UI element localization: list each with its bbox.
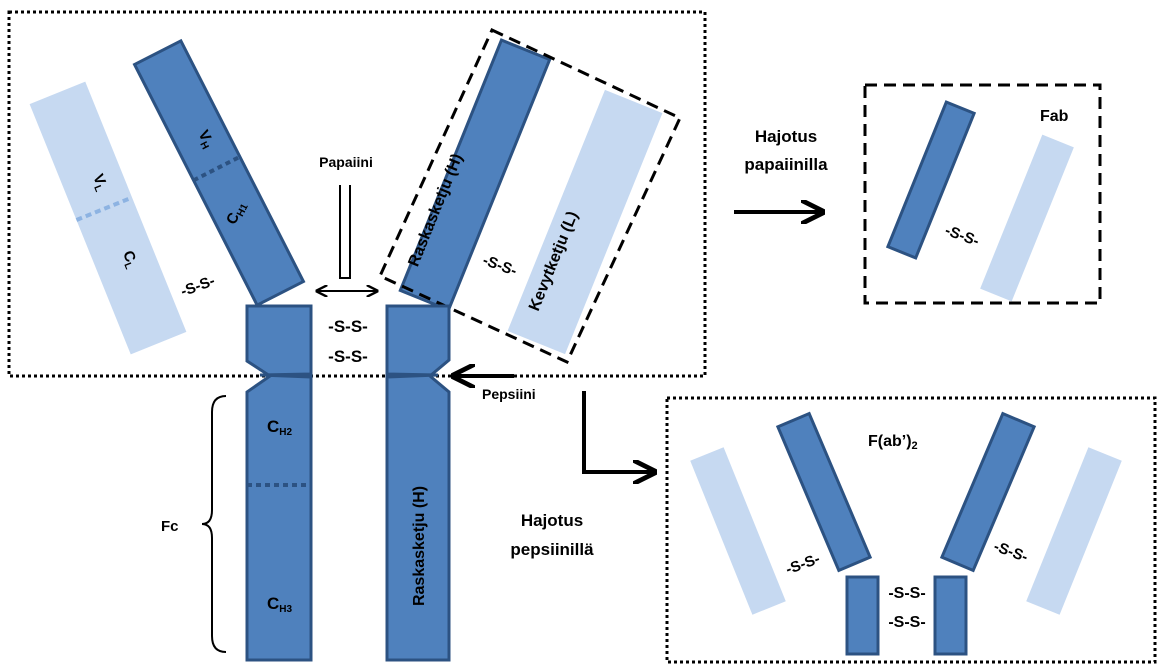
ch1-label: CH1 — [223, 198, 251, 228]
heavy-chain-stem-label: Raskasketju (H) — [411, 486, 428, 606]
fab-region-dotted-box — [7, 10, 707, 378]
papain-label: Papaiini — [319, 154, 373, 170]
papain-digestion-line1: Hajotus — [755, 127, 817, 146]
left-heavy-chain-arm — [132, 38, 306, 308]
fab2-left-light-fragment — [690, 447, 786, 615]
fab2-right-hinge — [933, 575, 968, 656]
pepsin-label: Pepsiini — [482, 386, 536, 402]
right-fab-dashed-box — [378, 27, 682, 364]
fc-bracket — [201, 395, 227, 653]
pepsin-digestion-line2: pepsiinillä — [510, 540, 594, 559]
ss-hinge-top: -S-S- — [328, 317, 368, 336]
fab2-left-hinge — [845, 575, 880, 656]
fab2-hinge-top: -S-S- — [888, 585, 925, 602]
fab2-label: F(ab’)2 — [868, 433, 918, 452]
papain-arrow — [318, 185, 376, 291]
fab-ss-label: -S-S- — [943, 222, 982, 250]
right-light-chain — [507, 89, 663, 355]
ss-hinge-bottom: -S-S- — [328, 347, 368, 366]
fab2-ss-left: -S-S- — [783, 550, 822, 578]
fab2-result-box — [665, 396, 1157, 664]
pepsin-digestion-arrow — [582, 391, 652, 472]
fab-label: Fab — [1040, 108, 1069, 125]
fab2-right-light-fragment — [1026, 447, 1122, 615]
fab2-right-heavy-fragment — [939, 411, 1037, 573]
fab-result-box — [863, 83, 1102, 305]
fab2-left-heavy-fragment — [775, 411, 873, 573]
right-heavy-chain-arm — [398, 38, 552, 312]
fab2-ss-right: -S-S- — [991, 538, 1030, 566]
fab-light-fragment — [980, 134, 1074, 302]
fab-heavy-fragment — [885, 100, 977, 260]
fab2-hinge-bottom: -S-S- — [888, 614, 925, 631]
left-light-chain — [29, 81, 187, 355]
papain-digestion-line2: papaiinilla — [744, 155, 828, 174]
right-heavy-chain-stem — [385, 304, 451, 662]
ss-right-arm: -S-S- — [480, 252, 519, 280]
ch2-label: CH2 — [267, 417, 293, 438]
ch3-label: CH3 — [267, 594, 293, 615]
pepsin-digestion-line1: Hajotus — [521, 511, 583, 530]
ss-left-arm: -S-S- — [178, 272, 217, 300]
fc-label: Fc — [161, 518, 179, 535]
